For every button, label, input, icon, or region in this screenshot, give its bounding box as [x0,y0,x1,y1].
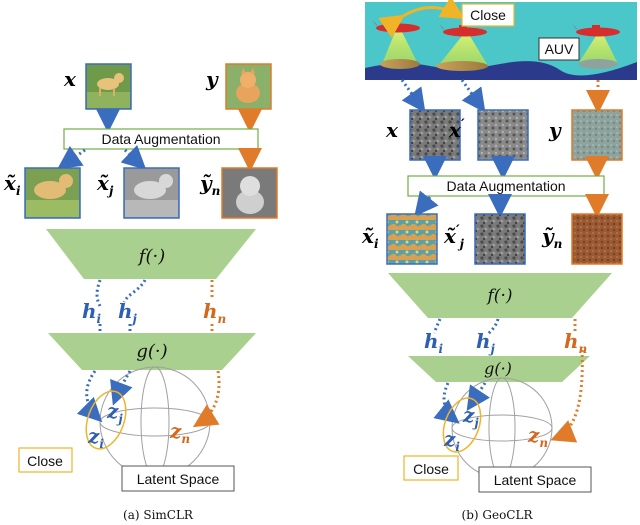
arrow-geo-f-to-hj [486,318,500,336]
geo-yn-image [571,213,623,265]
arrow-aug-to-xi [57,145,86,170]
geo-yn-label: ỹn [541,224,562,251]
beam-3 [578,36,618,64]
encoder-f-label: f(·) [137,246,165,267]
geo-projection-g [408,356,590,382]
geo-encoder-f-label: f(·) [486,286,513,306]
y-label: y [205,67,219,91]
latent-space-box [121,465,235,492]
close-arc-arrow [378,0,466,38]
geo-zi-label: zi [443,427,460,454]
geo-y-image [571,109,623,161]
hi-label: hi [82,299,102,326]
panel-geoclr: Close AUV x x′ y Data Augmentation x̃i x… [361,0,637,522]
arrow-g-to-zj [110,370,133,406]
seafloor [365,61,637,80]
hj-label: hj [118,299,138,326]
beam-2 [438,36,488,66]
dog-image [85,63,132,110]
arrow-geo-aug-to-xi [414,190,439,217]
latent-space-label: Latent Space [137,471,220,487]
seafloor-patch-2 [436,61,488,71]
auv-label: AUV [545,41,574,57]
xj-label: x̃j [96,171,114,198]
arrow-g-to-zn [192,370,221,428]
geo-xprime-image [477,109,529,161]
geo-close-box [403,455,459,481]
arrow-geo-g-to-zn [550,349,584,443]
panel-simclr: x y Data Augmentation x̃i [3,63,278,522]
projection-g [48,333,256,370]
geo-projection-g-label: g(·) [484,359,512,378]
geo-zj-label: zj [462,403,479,430]
geo-x-label: x [385,118,399,142]
arrow-scene-to-x [400,79,426,113]
geo-close-ellipse [442,397,482,453]
arrow-f-to-hi [95,279,102,307]
geo-xi-image [386,213,438,265]
beam-1 [382,32,418,64]
geo-data-augmentation-label: Data Augmentation [446,178,565,194]
geo-xi-label: x̃i [361,224,379,251]
cat-image [225,63,272,110]
geo-encoder-f [388,273,612,318]
data-augmentation-label: Data Augmentation [101,131,220,147]
seafloor-patch-1 [380,59,420,69]
geo-latent-space-label: Latent Space [494,472,577,488]
geo-xpj-label: x̃′j [443,223,465,251]
geo-latent-space-box [478,466,592,493]
arrow-geo-g-to-zj [466,382,490,411]
geo-y-label: y [548,118,562,142]
xi-label: x̃i [3,171,21,198]
augmented-dog-gray-image [123,167,180,219]
auv-3 [572,24,620,37]
geo-xpj-image [474,213,526,265]
zn-label: zn [169,419,190,446]
geo-hi-label: hi [424,329,444,356]
caption-geoclr: (b) GeoCLR [462,508,534,522]
auv-box [538,37,580,61]
seafloor-patch-3 [578,59,618,69]
close-box [18,447,73,473]
geo-close-label: Close [413,461,449,477]
geo-hj-label: hj [476,329,496,356]
x-label: x [63,67,77,91]
arrow-f-to-hj [122,279,147,303]
augmented-dog-image [24,167,81,219]
zi-label: zi [87,424,104,451]
arrow-g-to-zi [76,370,103,423]
close-ellipse [85,390,127,450]
close-label: Close [27,453,63,469]
close-top-label: Close [470,7,506,23]
close-top-box [461,3,515,27]
zj-label: zj [106,399,123,426]
data-augmentation-box [63,128,259,150]
underwater-scene: Close AUV [365,0,637,80]
augmented-cat-image [221,167,278,219]
caption-simclr: (a) SimCLR [123,508,194,522]
hn-label: hn [203,299,226,326]
encoder-f [46,229,256,279]
arrow-aug-to-xj [120,144,147,171]
arrow-scene-to-xprime [460,79,486,113]
yn-label: ỹn [199,171,220,198]
geo-zn-label: zn [527,423,548,450]
geo-x-image [409,109,461,161]
geo-hn-label: hn [564,329,587,356]
geo-xprime-label: x′ [448,117,465,142]
projection-g-label: g(·) [136,341,167,362]
